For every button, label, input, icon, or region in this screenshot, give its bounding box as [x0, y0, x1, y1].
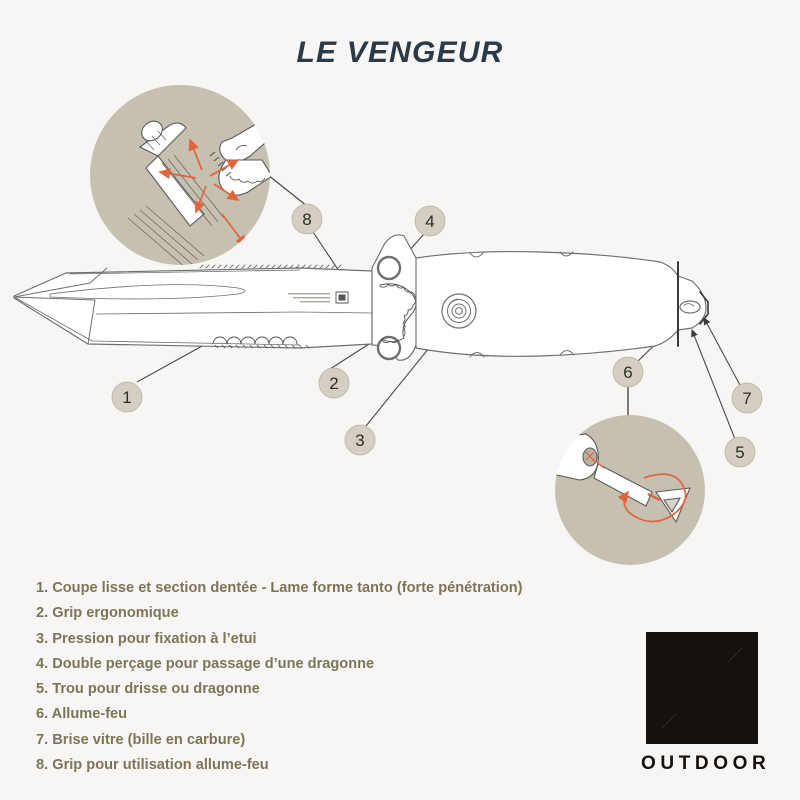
blade-fuller [49, 284, 246, 300]
legend-item-8: 8. Grip pour utilisation allume-feu [36, 757, 269, 774]
page-title: LE VENGEUR [296, 36, 504, 69]
handle-grooves [469, 251, 575, 358]
blade-spine-line [69, 269, 301, 275]
glass-breaker-tip [699, 291, 709, 325]
blade-grind-line [95, 311, 373, 315]
tanto-front-grind [13, 296, 96, 345]
callout-marker-4[interactable]: 4 [414, 205, 446, 237]
legend-item-6: 6. Allume-feu [36, 706, 128, 723]
legend-item-5: 5. Trou pour drisse ou dragonne [36, 681, 260, 698]
callout-label-1: 1 [122, 388, 131, 407]
callout-label-6: 6 [623, 363, 632, 382]
blade-etching-logo [335, 291, 349, 304]
firesteel-striations [127, 130, 225, 265]
callout-label-3: 3 [355, 431, 364, 450]
callout-label-2: 2 [329, 374, 338, 393]
legend-item-3: 3. Pression pour fixation à l’etui [36, 630, 257, 647]
callout-label-7: 7 [742, 389, 751, 408]
rod-ferrule [647, 492, 661, 502]
logo-monogram [677, 666, 739, 712]
callout-marker-6[interactable]: 6 [612, 356, 644, 388]
logo-wordmark: OUTDOOR [641, 753, 771, 774]
legend-item-2: 2. Grip ergonomique [36, 605, 179, 622]
firesteel-rod-detail [593, 463, 653, 507]
legend-item-1: 1. Coupe lisse et section dentée - Lame … [36, 580, 523, 596]
lanyard-hole-upper [376, 255, 402, 281]
leader-5 [691, 328, 736, 440]
blade-edge-bevel [15, 297, 301, 346]
snap-fastener [441, 293, 477, 329]
blade-outline [13, 267, 373, 349]
blade-serrations [212, 336, 310, 349]
knife-body [13, 234, 709, 361]
callout-label-5: 5 [735, 443, 744, 462]
legend-item-7: 7. Brise vitre (bille en carbure) [36, 731, 246, 748]
rotation-arrow [589, 456, 687, 523]
grip-jimping-detail [209, 151, 232, 177]
tb-logo-mark [646, 632, 758, 744]
legend-item-4: 4. Double perçage pour passage d’une dra… [36, 655, 375, 672]
leader-7 [703, 317, 742, 388]
leader-8-up [267, 174, 308, 207]
brand-logo: OUTDOOR [637, 632, 767, 775]
callout-markers: 1 2 3 4 5 6 7 [111, 203, 763, 468]
callout-marker-1[interactable]: 1 [111, 381, 143, 413]
blade-etching [288, 293, 330, 303]
knife-grip-scallops [229, 145, 266, 184]
lanyard-hole-shadow [683, 303, 695, 307]
lanyard-hole-pommel [679, 300, 701, 314]
callout-marker-2[interactable]: 2 [318, 367, 350, 399]
callout-marker-3[interactable]: 3 [344, 424, 376, 456]
callout-marker-5[interactable]: 5 [724, 436, 756, 468]
legend-list: 1. Coupe lisse et section dentée - Lame … [36, 576, 616, 778]
callout-label-8: 8 [302, 210, 311, 229]
callout-label-4: 4 [425, 212, 434, 231]
callout-marker-8[interactable]: 8 [291, 203, 323, 235]
callout-marker-7[interactable]: 7 [731, 382, 763, 414]
spine-jimping [199, 264, 342, 269]
tanto-tip-bevel [13, 267, 108, 298]
lanyard-hole-lower [376, 335, 402, 361]
firesteel-strike-detail [90, 85, 270, 265]
leader-1 [136, 339, 214, 383]
firesteel-unscrew-detail [555, 415, 705, 565]
